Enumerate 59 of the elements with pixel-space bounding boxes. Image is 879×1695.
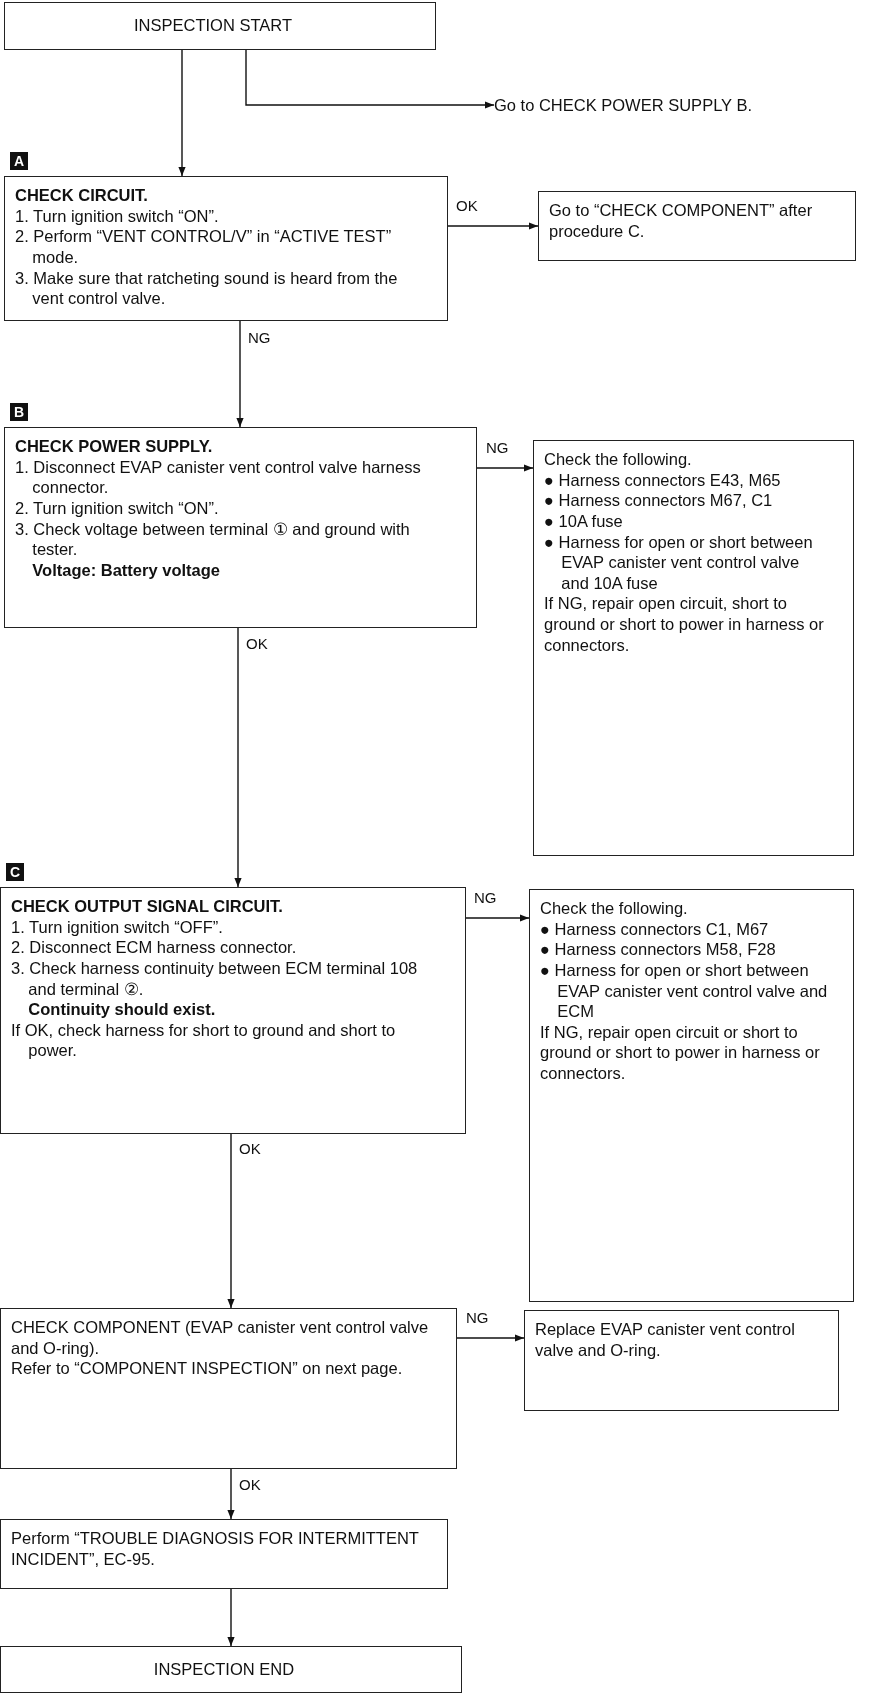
step-text: Refer to “COMPONENT INSPECTION” on next page. [11, 1358, 404, 1379]
arrow [236, 320, 244, 428]
process-box [4, 427, 477, 628]
step-text: ● Harness connectors M58, F28 [540, 939, 777, 960]
section-marker: C [6, 863, 24, 881]
step-text: ● 10A fuse [544, 510, 624, 532]
section-marker: A [10, 152, 28, 170]
arrow [465, 914, 530, 922]
arrow [227, 1588, 235, 1647]
arrow [447, 222, 539, 230]
step-text: If OK, check harness for short to ground and short to power. [11, 1019, 397, 1061]
arrow [476, 464, 534, 472]
process-box [0, 1308, 457, 1469]
step-text: INSPECTION START [133, 15, 293, 36]
arrow [456, 1334, 525, 1342]
step-heading: CHECK OUTPUT SIGNAL CIRCUIT. [11, 896, 284, 917]
step-text: CHECK COMPONENT (EVAP canister vent control valve and O-ring). [11, 1317, 430, 1359]
step-text: Replace EVAP canister vent control valve and O-ring. [535, 1319, 796, 1361]
step-text: Check the following. [544, 449, 693, 470]
step-text: 1. Turn ignition switch “ON”. [15, 205, 220, 227]
arrow [178, 49, 186, 177]
process-box [4, 176, 448, 321]
step-heading: CHECK CIRCUIT. [15, 185, 149, 206]
step-text: 3. Check harness continuity between ECM terminal 108 and terminal ②. [11, 957, 419, 1000]
process-box [533, 440, 854, 856]
process-box [524, 1310, 839, 1411]
step-text: INSPECTION END [152, 1659, 296, 1680]
arrow [234, 627, 242, 888]
step-text: ● Harness connectors M67, C1 [544, 490, 774, 511]
step-text: ● Harness connectors C1, M67 [540, 918, 770, 940]
process-box [4, 2, 436, 50]
step-text: 2. Disconnect ECM harness connector. [11, 937, 298, 958]
step-text: If NG, repair open circuit, short to ground or short to power in harness or connectors. [544, 593, 825, 656]
step-heading: Continuity should exist. [27, 999, 217, 1020]
step-text: Check the following. [540, 898, 689, 919]
process-box [0, 887, 466, 1134]
section-marker: B [10, 403, 28, 421]
step-text: 3. Make sure that ratcheting sound is heard from the vent control valve. [15, 267, 399, 309]
step-text: 1. Turn ignition switch “OFF”. [11, 916, 224, 938]
step-text: If NG, repair open circuit or short to ground or short to power in harness or connectors. [540, 1021, 821, 1084]
step-text: 3. Check voltage between terminal ① and ground with tester. [15, 518, 411, 560]
step-text: ● Harness for open or short between EVAP canister vent control valve and ECM [540, 959, 829, 1022]
process-box [529, 889, 854, 1302]
step-heading: Voltage: Battery voltage [31, 559, 221, 581]
step-text: Go to “CHECK COMPONENT” after procedure C. [549, 200, 814, 242]
arrow [227, 1468, 235, 1520]
note-text: Go to CHECK POWER SUPPLY B. [494, 95, 874, 145]
step-text: 2. Turn ignition switch “ON”. [15, 497, 220, 519]
step-text: ● Harness for open or short between EVAP canister vent control valve and 10A fuse [544, 531, 814, 594]
arrow [227, 1133, 235, 1309]
process-box [0, 1646, 462, 1693]
step-text: 2. Perform “VENT CONTROL/V” in “ACTIVE TEST” mode. [15, 226, 393, 268]
step-text: Perform “TROUBLE DIAGNOSIS FOR INTERMITTENT INCIDENT”, EC-95. [11, 1528, 420, 1570]
step-heading: CHECK POWER SUPPLY. [15, 436, 214, 457]
arrow [245, 49, 495, 109]
step-text: ● Harness connectors E43, M65 [544, 469, 782, 491]
step-text: 1. Disconnect EVAP canister vent control valve harness connector. [15, 456, 422, 498]
process-box [538, 191, 856, 261]
process-box [0, 1519, 448, 1589]
